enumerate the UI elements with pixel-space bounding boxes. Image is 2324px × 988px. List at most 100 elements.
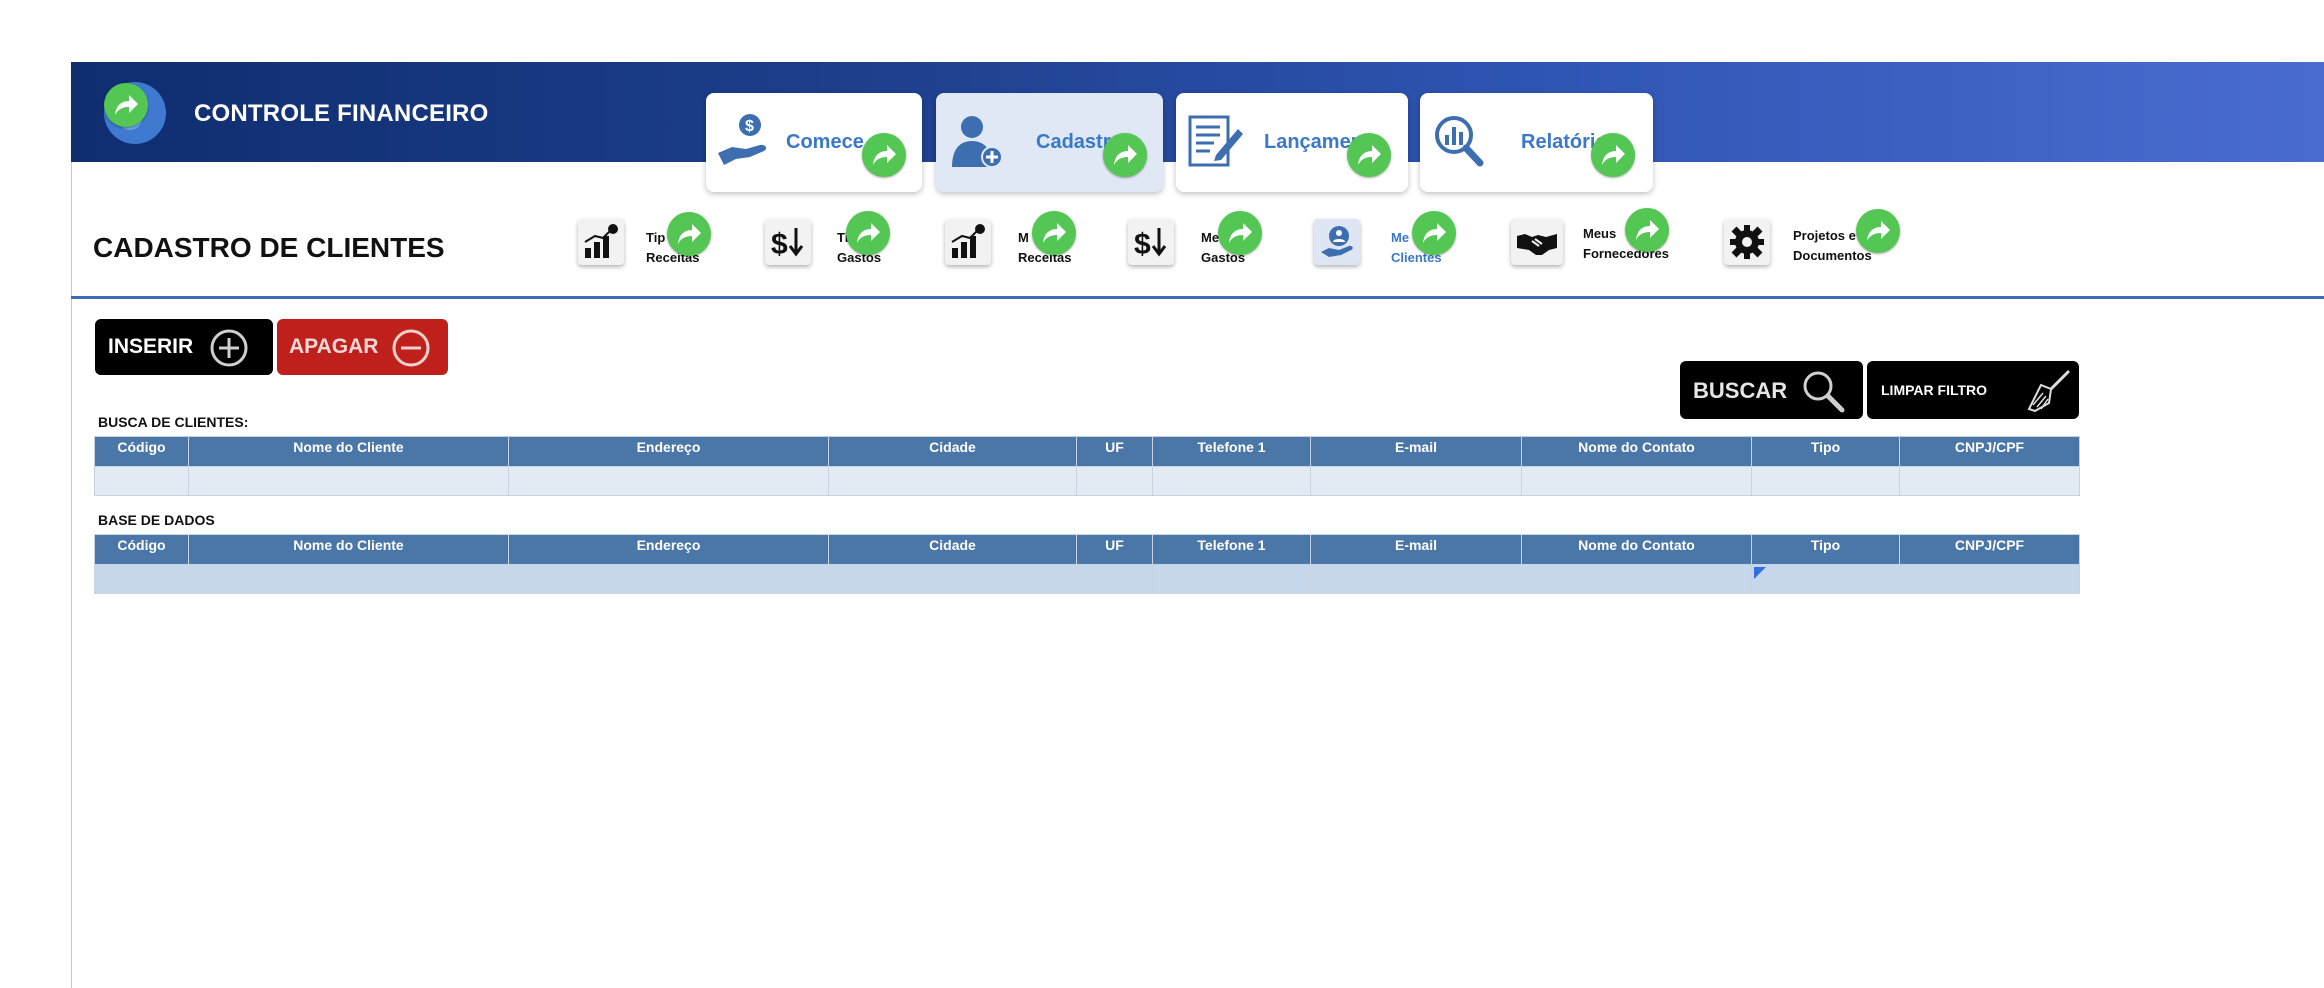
tab-label: Lançamen (1264, 131, 1363, 153)
filter-row (94, 466, 2080, 496)
share-arrow-icon[interactable] (846, 211, 890, 255)
page-title: CADASTRO DE CLIENTES (93, 232, 445, 263)
hand-money-icon: $ (718, 114, 767, 165)
share-arrow-icon[interactable] (1347, 133, 1391, 177)
share-arrow-icon[interactable] (1856, 209, 1900, 253)
column-header: Nome do Contato (1521, 436, 1752, 467)
svg-text:$: $ (1134, 228, 1151, 260)
limpar-filtro-label: LIMPAR FILTRO (1881, 382, 1988, 398)
column-header: E-mail (1310, 534, 1522, 565)
comment-marker-icon (1754, 567, 1766, 579)
tab-label: Cadastro (1036, 131, 1123, 153)
page-left-border (71, 62, 72, 988)
clients-database-table: Código Nome do Cliente Endereço Cidade U… (94, 534, 2080, 594)
cell-cidade[interactable] (828, 564, 1077, 594)
dollar-down-icon: $ (1134, 228, 1167, 260)
cell-email[interactable] (1310, 564, 1522, 594)
share-arrow-icon[interactable] (1218, 211, 1262, 255)
handshake-icon (1517, 234, 1557, 255)
column-header: Código (94, 436, 189, 467)
database-section-label: BASE DE DADOS (98, 512, 215, 528)
table-header-row: Código Nome do Cliente Endereço Cidade U… (94, 436, 2080, 467)
filter-cell-codigo[interactable] (94, 466, 189, 496)
subnav-line1: Projetos e (1793, 228, 1856, 243)
bar-chart-money-icon (584, 224, 618, 258)
search-filter-table: Código Nome do Cliente Endereço Cidade U… (94, 436, 2080, 496)
cell-codigo[interactable] (94, 564, 189, 594)
user-add-icon (952, 116, 1003, 168)
cell-nome[interactable] (188, 564, 509, 594)
column-header: Cidade (828, 436, 1077, 467)
column-header: UF (1076, 534, 1153, 565)
subnav-item-tipos-gastos[interactable]: $ (765, 219, 811, 265)
section-divider (71, 296, 2324, 299)
broom-icon (2027, 369, 2071, 413)
search-section-label: BUSCA DE CLIENTES: (98, 414, 249, 430)
column-header: UF (1076, 436, 1153, 467)
share-arrow-icon[interactable] (862, 133, 906, 177)
magnify-chart-icon (1435, 116, 1484, 167)
subnav-item-minhas-receitas[interactable] (945, 219, 991, 265)
filter-cell-email[interactable] (1310, 466, 1522, 496)
subnav-item-meus-clientes[interactable] (1314, 219, 1360, 265)
cell-uf[interactable] (1076, 564, 1153, 594)
column-header: Tipo (1751, 534, 1900, 565)
cell-endereco[interactable] (508, 564, 829, 594)
filter-cell-tipo[interactable] (1751, 466, 1900, 496)
share-arrow-icon[interactable] (1032, 211, 1076, 255)
apagar-button[interactable]: APAGAR (277, 319, 448, 375)
subnav-line1: Ti (837, 230, 849, 245)
column-header: Nome do Contato (1521, 534, 1752, 565)
svg-text:$: $ (745, 118, 754, 135)
search-icon (1803, 371, 1845, 413)
subnav-item-meus-fornecedores[interactable] (1511, 219, 1563, 265)
subnav-line1: Meus (1583, 226, 1617, 241)
svg-text:$: $ (771, 228, 788, 260)
column-header: Código (94, 534, 189, 565)
client-hand-icon (1321, 226, 1353, 257)
column-header: Nome do Cliente (188, 436, 509, 467)
filter-cell-cidade[interactable] (828, 466, 1077, 496)
subnav-label: Projetos e Documentos (1793, 226, 1872, 266)
gear-icon (1730, 225, 1764, 259)
filter-cell-uf[interactable] (1076, 466, 1153, 496)
tab-label: Comece a (786, 131, 881, 153)
app-title: CONTROLE FINANCEIRO (194, 100, 489, 127)
subnav-line2: Documentos (1793, 248, 1872, 263)
cell-tipo[interactable] (1751, 564, 1900, 594)
share-arrow-icon[interactable] (104, 83, 148, 127)
cell-telefone[interactable] (1152, 564, 1311, 594)
share-arrow-icon[interactable] (1412, 211, 1456, 255)
column-header: E-mail (1310, 436, 1522, 467)
column-header: Telefone 1 (1152, 436, 1311, 467)
share-arrow-icon[interactable] (1625, 208, 1669, 252)
limpar-filtro-button[interactable]: LIMPAR FILTRO (1867, 361, 2079, 419)
cell-contato[interactable] (1521, 564, 1752, 594)
column-header: Cidade (828, 534, 1077, 565)
share-arrow-icon[interactable] (1103, 133, 1147, 177)
column-header: Telefone 1 (1152, 534, 1311, 565)
inserir-button[interactable]: INSERIR (95, 319, 273, 375)
filter-cell-nome[interactable] (188, 466, 509, 496)
table-row (94, 564, 2080, 594)
share-arrow-icon[interactable] (667, 212, 711, 256)
subnav-item-tipos-receitas[interactable] (578, 219, 624, 265)
column-header: Endereço (508, 534, 829, 565)
subnav-line1: Me (1391, 230, 1410, 245)
filter-cell-contato[interactable] (1521, 466, 1752, 496)
filter-cell-telefone[interactable] (1152, 466, 1311, 496)
subnav-line1: Tip (646, 230, 666, 245)
share-arrow-icon[interactable] (1591, 133, 1635, 177)
column-header: Nome do Cliente (188, 534, 509, 565)
form-edit-icon (1188, 115, 1243, 167)
tab-label: Relatório (1521, 131, 1608, 153)
filter-cell-cnpj[interactable] (1899, 466, 2080, 496)
cell-cnpj[interactable] (1899, 564, 2080, 594)
buscar-label: BUSCAR (1693, 378, 1788, 403)
subnav-item-projetos-documentos[interactable] (1724, 219, 1770, 265)
inserir-label: INSERIR (108, 335, 194, 358)
filter-cell-endereco[interactable] (508, 466, 829, 496)
subnav-item-meus-gastos[interactable]: $ (1128, 219, 1174, 265)
buscar-button[interactable]: BUSCAR (1680, 361, 1863, 419)
